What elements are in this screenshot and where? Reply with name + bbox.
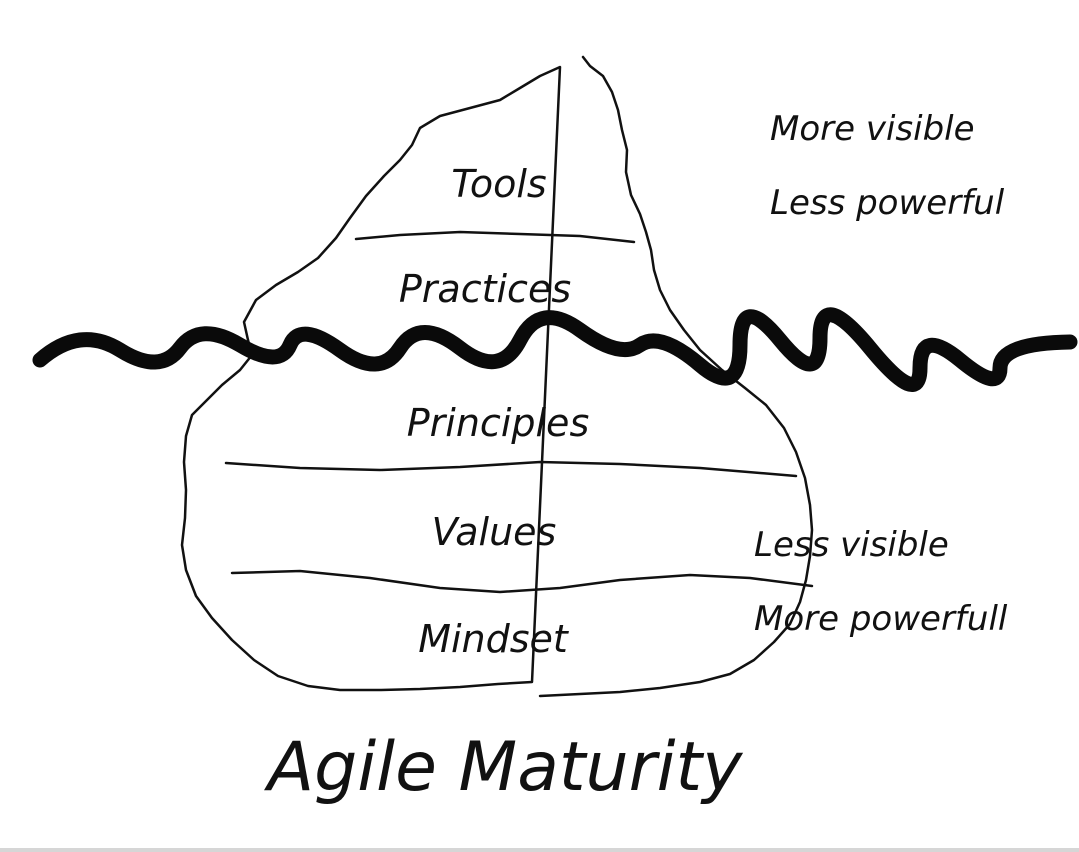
layer-label-values: Values <box>432 510 557 554</box>
divider-tools-practices <box>354 230 636 244</box>
annotation-less-visible: Less visible <box>754 525 949 565</box>
diagram-title: Agile Maturity <box>264 728 744 807</box>
layer-label-practices: Practices <box>399 267 571 311</box>
bottom-divider <box>0 848 1079 852</box>
layer-label-tools: Tools <box>451 162 546 206</box>
annotation-less-powerful: Less powerful <box>770 183 1005 223</box>
annotation-more-visible: More visible <box>770 109 975 149</box>
iceberg-outline <box>180 55 814 698</box>
layer-label-mindset: Mindset <box>418 617 570 661</box>
annotation-more-powerfull: More powerfull <box>754 599 1008 639</box>
layer-label-principles: Principles <box>407 401 590 445</box>
divider-principles-values <box>224 460 798 478</box>
divider-values-mindset <box>230 569 814 594</box>
water-line <box>32 307 1078 392</box>
